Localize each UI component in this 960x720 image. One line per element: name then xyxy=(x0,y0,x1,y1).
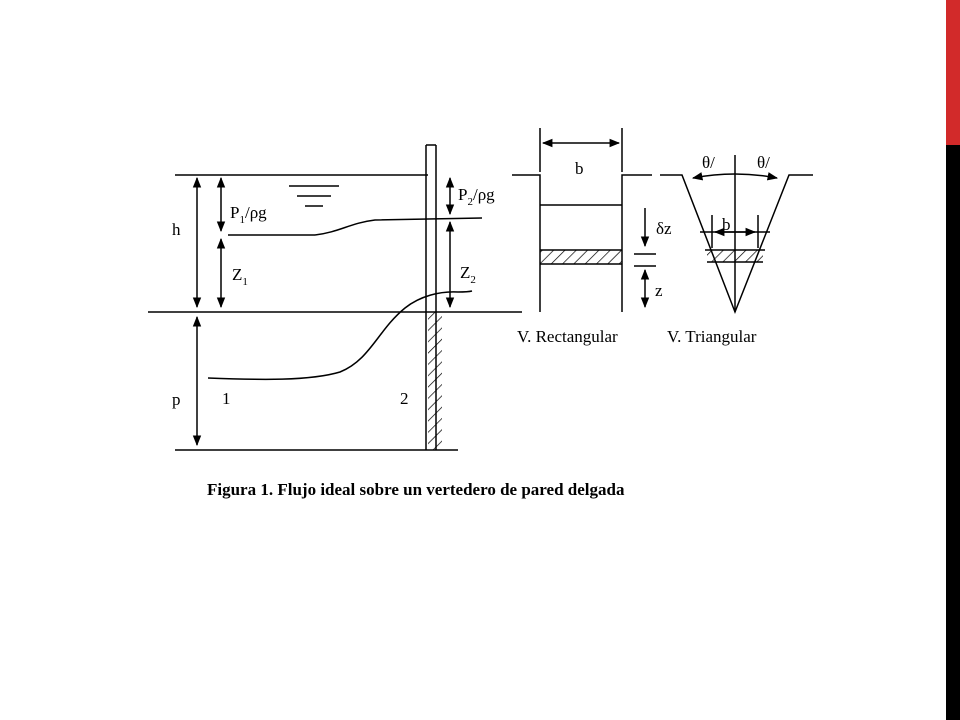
rect-notch-right-wall xyxy=(621,174,652,312)
weir-flow-diagram: h p P1/ρg Z1 P2/ρg Z2 1 2 b δz z θ/ θ/ b… xyxy=(148,128,813,499)
p1-label: P1/ρg xyxy=(230,203,267,226)
tri-strip-hatch xyxy=(707,250,763,262)
rect-strip-hatch xyxy=(540,250,622,264)
tri-b-label: b xyxy=(722,215,731,234)
theta-arc xyxy=(691,172,779,181)
rect-notch-left-wall xyxy=(512,174,541,312)
theta-right-label: θ/ xyxy=(757,153,770,172)
side-black-bar xyxy=(946,0,960,720)
v-rectangular-label: V. Rectangular xyxy=(517,327,618,346)
z-label: z xyxy=(655,281,663,300)
drawdown-curve xyxy=(314,217,483,236)
h-label: h xyxy=(172,220,181,239)
z1-label: Z1 xyxy=(232,265,248,288)
section-1-label: 1 xyxy=(222,389,231,408)
delta-z-label: δz xyxy=(656,219,672,238)
tri-notch-outline xyxy=(660,174,813,315)
p-label: p xyxy=(172,390,181,409)
theta-left-label: θ/ xyxy=(702,153,715,172)
weir-hatch xyxy=(428,312,442,450)
side-red-accent xyxy=(946,0,960,145)
rect-b-label: b xyxy=(575,159,584,178)
figure-caption: Figura 1. Flujo ideal sobre un vertedero… xyxy=(207,480,625,499)
z2-label: Z2 xyxy=(460,263,476,286)
streamline-curve xyxy=(207,290,473,381)
p2-label: P2/ρg xyxy=(458,185,495,208)
v-triangular-label: V. Triangular xyxy=(667,327,757,346)
section-2-label: 2 xyxy=(400,389,409,408)
